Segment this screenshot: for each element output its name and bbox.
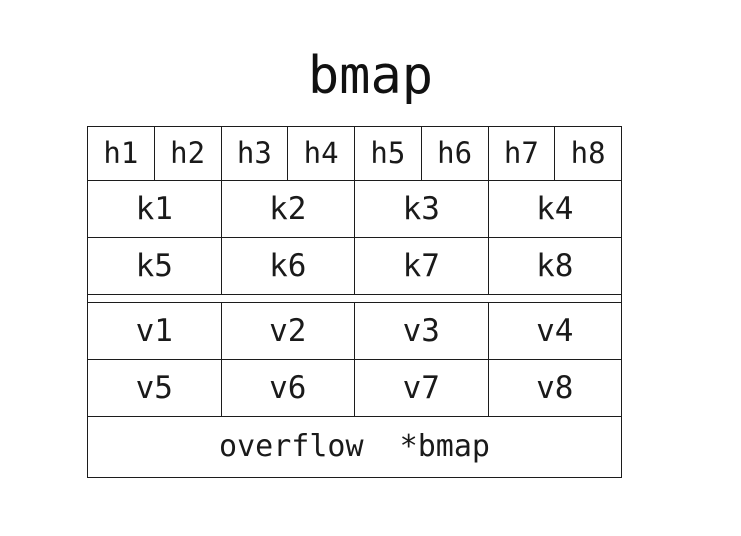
value-cell-v8: v8 <box>487 359 622 417</box>
key-cell-k2: k2 <box>220 180 355 238</box>
overflow-label: overflow *bmap <box>219 429 490 464</box>
key-cell-k6: k6 <box>220 237 355 295</box>
tophash-cell-h5: h5 <box>354 126 422 181</box>
key-cell-k1: k1 <box>87 180 222 238</box>
tophash-cell-h4: h4 <box>287 126 355 181</box>
tophash-cell-h3: h3 <box>220 126 289 181</box>
tophash-row: h1 h2 h3 h4 h5 h6 h7 h8 <box>87 126 622 181</box>
key-cell-k3: k3 <box>354 180 489 238</box>
tophash-cell-h1: h1 <box>87 126 155 181</box>
key-cell-k4: k4 <box>487 180 622 238</box>
bmap-layout-table: h1 h2 h3 h4 h5 h6 h7 h8 k1 k2 k3 k4 k5 k… <box>87 126 622 478</box>
value-cell-v3: v3 <box>354 302 489 360</box>
value-cell-v5: v5 <box>87 359 222 417</box>
tophash-cell-h7: h7 <box>487 126 556 181</box>
keys-row-2: k5 k6 k7 k8 <box>87 237 622 295</box>
value-cell-v7: v7 <box>354 359 489 417</box>
value-cell-v2: v2 <box>220 302 355 360</box>
keys-values-separator <box>87 294 622 303</box>
value-cell-v4: v4 <box>487 302 622 360</box>
value-cell-v6: v6 <box>220 359 355 417</box>
value-cell-v1: v1 <box>87 302 222 360</box>
tophash-cell-h6: h6 <box>420 126 489 181</box>
page-title: bmap <box>307 46 434 106</box>
keys-row-1: k1 k2 k3 k4 <box>87 180 622 238</box>
tophash-cell-h8: h8 <box>554 126 622 181</box>
key-cell-k7: k7 <box>354 237 489 295</box>
overflow-row: overflow *bmap <box>87 416 622 478</box>
overflow-cell: overflow *bmap <box>87 416 622 478</box>
values-row-2: v5 v6 v7 v8 <box>87 359 622 417</box>
key-cell-k8: k8 <box>487 237 622 295</box>
tophash-cell-h2: h2 <box>153 126 222 181</box>
separator-cell <box>87 294 622 303</box>
key-cell-k5: k5 <box>87 237 222 295</box>
values-row-1: v1 v2 v3 v4 <box>87 302 622 360</box>
